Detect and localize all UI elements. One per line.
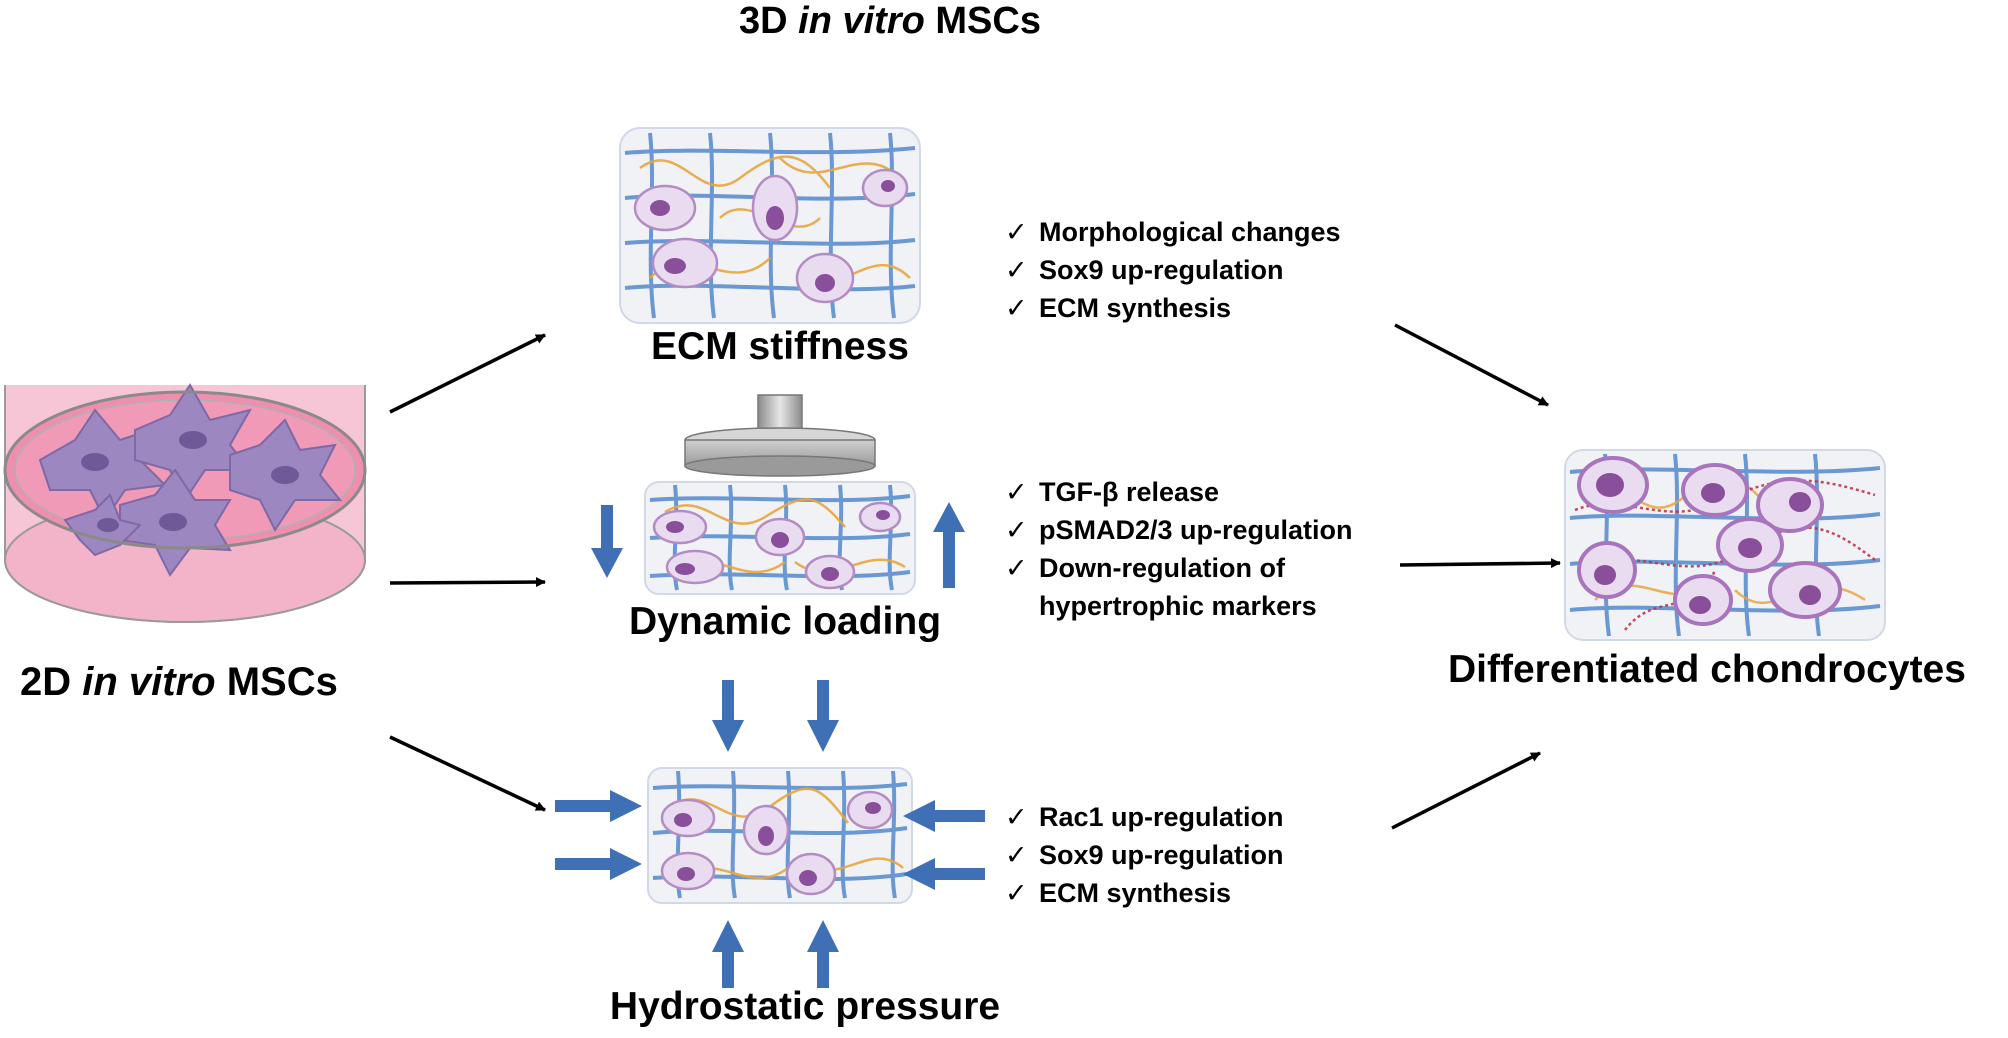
check-icon: ✓	[1005, 217, 1028, 247]
effect-item: ✓Morphological changes	[1005, 213, 1341, 251]
check-icon: ✓	[1005, 293, 1028, 323]
piston-icon	[684, 394, 876, 477]
check-icon: ✓	[1005, 802, 1028, 832]
left-arrow-icon	[903, 858, 985, 890]
chondrocyte-scaffold	[1564, 449, 1886, 641]
arrow-to-dynamic-loading	[389, 577, 546, 588]
check-icon: ✓	[1005, 255, 1028, 285]
effect-item: ✓TGF-β release	[1005, 473, 1353, 511]
effect-item: ✓Rac1 up-regulation	[1005, 798, 1284, 836]
diagram-title: 3D in vitro MSCs	[739, 0, 1041, 42]
outcome-label: Differentiated chondrocytes	[1448, 648, 1966, 691]
effect-item: ✓ECM synthesis	[1005, 874, 1284, 912]
effect-item: ✓Sox9 up-regulation	[1005, 836, 1284, 874]
check-icon: ✓	[1005, 477, 1028, 507]
condition-label-ecm-stiffness: ECM stiffness	[651, 325, 909, 368]
up-arrow-icon	[933, 502, 965, 588]
check-icon: ✓	[1005, 553, 1028, 583]
condition-label-hydrostatic-pressure: Hydrostatic pressure	[609, 985, 1001, 1028]
effect-item: ✓Sox9 up-regulation	[1005, 251, 1341, 289]
up-arrow-icon	[807, 920, 839, 988]
right-arrow-icon	[555, 848, 642, 880]
source-label-2d-mscs: 2D in vitro MSCs	[20, 660, 338, 704]
down-arrow-icon	[591, 505, 623, 578]
up-arrow-icon	[712, 920, 744, 988]
force-arrows-hydrostatic	[555, 680, 985, 988]
check-icon: ✓	[1005, 878, 1028, 908]
scaffold-dynamic-loading	[644, 481, 916, 595]
flow-arrows	[389, 323, 1561, 830]
check-icon: ✓	[1005, 840, 1028, 870]
effects-list-hydrostatic-pressure: ✓Rac1 up-regulation ✓Sox9 up-regulation …	[1005, 798, 1284, 912]
arrow-to-ecm-stiffness	[389, 333, 546, 414]
condition-label-dynamic-loading: Dynamic loading	[628, 600, 942, 643]
effect-item: ✓pSMAD2/3 up-regulation	[1005, 511, 1353, 549]
effect-item: ✓Down-regulation of	[1005, 549, 1353, 587]
arrow-ecm-to-outcome	[1394, 323, 1549, 407]
effect-item-continued: hypertrophic markers	[1039, 591, 1317, 621]
force-arrows-dynamic	[591, 502, 965, 588]
check-icon: ✓	[1005, 515, 1028, 545]
scaffold-hydrostatic-pressure	[647, 767, 913, 904]
effect-item: ✓ECM synthesis	[1005, 289, 1341, 327]
arrow-to-hydrostatic-pressure	[389, 735, 546, 812]
down-arrow-icon	[807, 680, 839, 752]
arrow-dynamic-to-outcome	[1399, 558, 1561, 569]
effects-list-ecm-stiffness: ✓Morphological changes ✓Sox9 up-regulati…	[1005, 213, 1341, 327]
arrow-hydrostatic-to-outcome	[1391, 751, 1541, 830]
scaffold-ecm-stiffness	[619, 127, 921, 324]
petri-dish-icon	[3, 383, 367, 623]
down-arrow-icon	[712, 680, 744, 752]
right-arrow-icon	[555, 790, 642, 822]
effects-list-dynamic-loading: ✓TGF-β release ✓pSMAD2/3 up-regulation ✓…	[1005, 473, 1353, 625]
left-arrow-icon	[903, 800, 985, 832]
